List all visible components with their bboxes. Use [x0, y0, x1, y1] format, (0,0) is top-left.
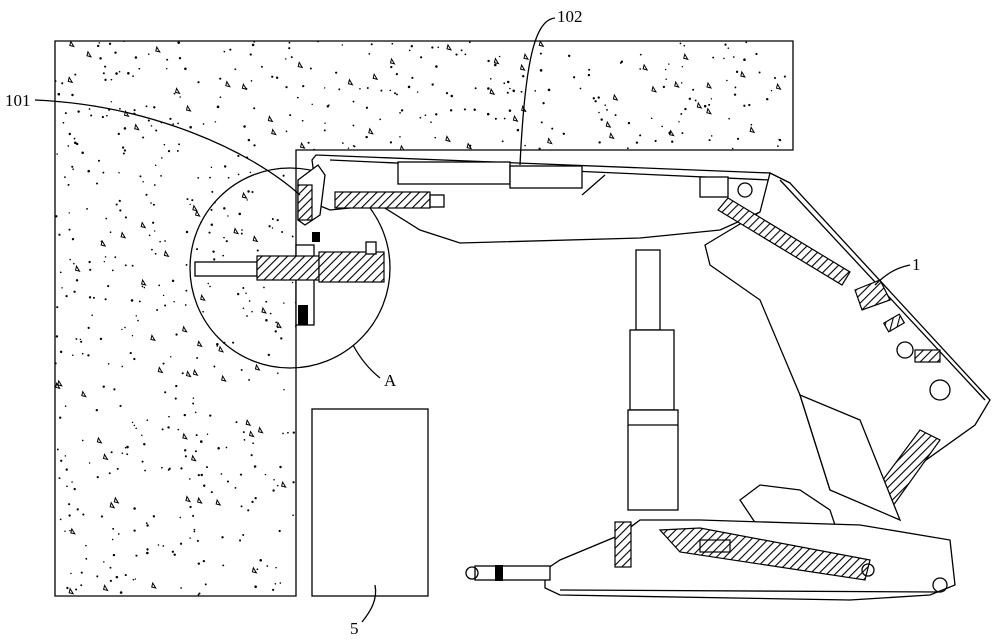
drilling-machine-1	[194, 154, 991, 601]
leader-a	[352, 344, 381, 379]
rock-mass	[54, 40, 794, 597]
boom-cylinder	[334, 191, 431, 209]
drill-rod	[194, 261, 258, 277]
detail-circle-a	[189, 167, 391, 369]
component-5-box	[311, 408, 429, 597]
label-101: 101	[5, 91, 31, 110]
label-5: 5	[350, 619, 359, 638]
leader-101	[34, 99, 301, 196]
leader-1	[874, 264, 911, 286]
inclined-cylinder	[717, 197, 851, 286]
label-1: 1	[912, 255, 921, 274]
column-lower	[627, 409, 679, 511]
column-upper	[635, 249, 661, 331]
label-a: A	[384, 371, 397, 390]
label-102: 102	[557, 7, 583, 26]
leader-102	[519, 17, 556, 166]
rock-stipple	[55, 41, 786, 596]
front-jack	[474, 565, 551, 581]
leader-5	[361, 584, 377, 623]
